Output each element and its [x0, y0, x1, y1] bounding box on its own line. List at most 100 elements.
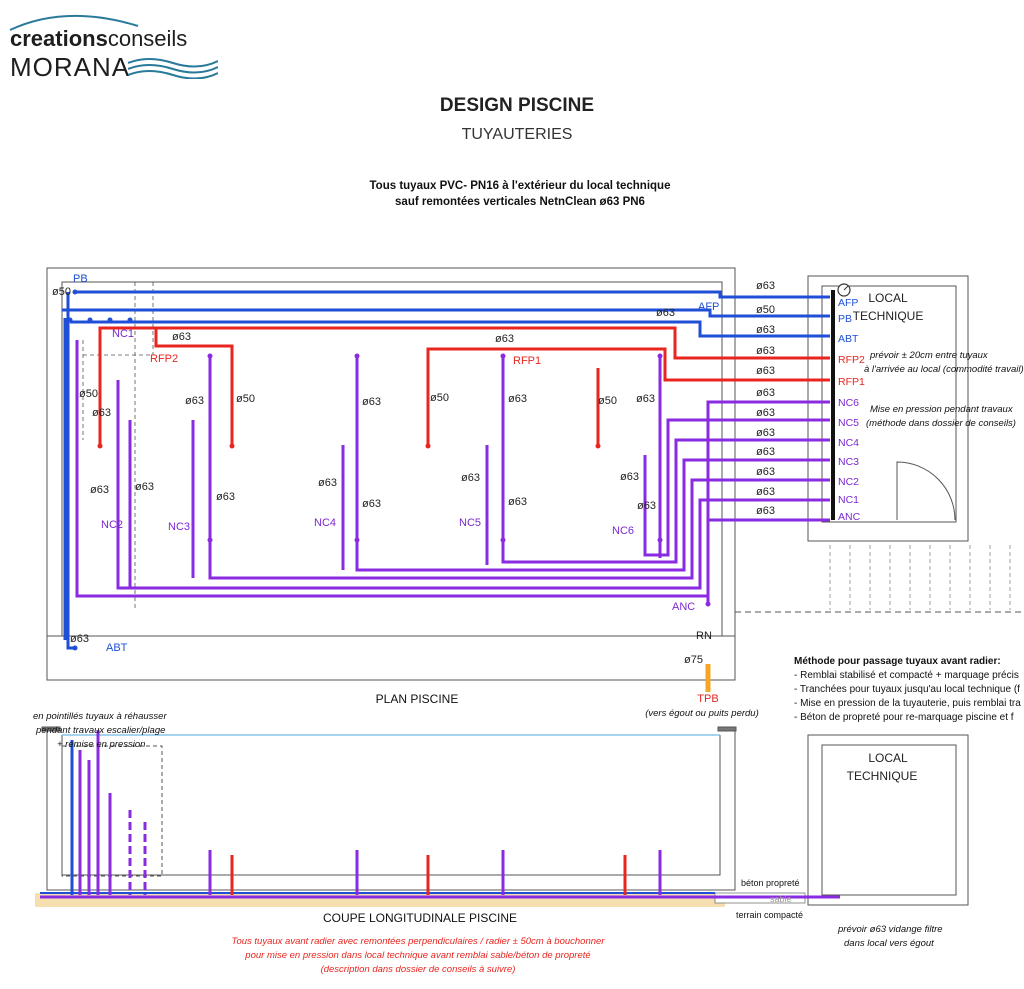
dia-17: ø63 — [620, 471, 639, 483]
dia-tpb: ø75 — [684, 654, 703, 666]
dia-10: ø63 — [362, 498, 381, 510]
svg-text:AFP: AFP — [838, 297, 858, 309]
dia-rfp1: ø63 — [495, 333, 514, 345]
svg-text:NC1: NC1 — [838, 494, 859, 506]
dia-4: ø63 — [135, 481, 154, 493]
dia-8: ø63 — [318, 477, 337, 489]
page-title: DESIGN PISCINE — [439, 95, 595, 116]
svg-text:ø63: ø63 — [756, 427, 775, 439]
label-nc5: NC5 — [459, 517, 481, 529]
label-nc4: NC4 — [314, 517, 336, 529]
local-technique-plan — [807, 275, 969, 542]
svg-text:NC4: NC4 — [838, 437, 859, 449]
sable-layer — [35, 893, 725, 907]
logo-arc-icon — [9, 15, 139, 31]
label-afp: AFP — [698, 301, 719, 313]
svg-text:NC6: NC6 — [838, 397, 859, 409]
svg-text:TECHNIQUE: TECHNIQUE — [847, 769, 918, 783]
section-pipes — [40, 730, 840, 899]
red-pipes — [98, 326, 830, 445]
svg-text:ø63: ø63 — [756, 407, 775, 419]
svg-text:+ remise en pression: + remise en pression — [57, 739, 145, 750]
svg-text:ø50: ø50 — [756, 304, 775, 316]
dia-11: ø50 — [430, 392, 449, 404]
stairs-dashed — [82, 282, 154, 610]
svg-text:ø63: ø63 — [756, 345, 775, 357]
dia-2: ø63 — [92, 407, 111, 419]
method-item: - Mise en pression de la tuyauterie, pui… — [794, 698, 1021, 709]
dia-15: ø50 — [598, 395, 617, 407]
tpb-note: (vers égout ou puits perdu) — [645, 708, 759, 719]
svg-text:TECHNIQUE: TECHNIQUE — [853, 309, 924, 323]
dia-7: ø63 — [216, 491, 235, 503]
purple-pipes — [75, 340, 830, 604]
dia-rfp2: ø63 — [172, 331, 191, 343]
method-item: - Remblai stabilisé et compacté + marqua… — [794, 670, 1019, 681]
svg-text:ø63: ø63 — [756, 387, 775, 399]
local-dashed-steps — [829, 545, 1011, 610]
svg-text:NC3: NC3 — [838, 456, 859, 468]
dia-18: ø63 — [637, 500, 656, 512]
svg-text:(description dans dossier de c: (description dans dossier de conseils à … — [321, 964, 516, 975]
svg-text:LOCAL: LOCAL — [868, 291, 908, 305]
svg-text:béton propreté: béton propreté — [741, 878, 800, 888]
svg-text:Tous tuyaux avant radier avec: Tous tuyaux avant radier avec remontées … — [232, 936, 606, 947]
label-tpb: TPB — [697, 693, 718, 705]
svg-text:dans local vers égout: dans local vers égout — [844, 938, 934, 949]
label-nc3: NC3 — [168, 521, 190, 533]
svg-text:RFP1: RFP1 — [838, 376, 865, 388]
logo-brand: creationsconseils — [10, 26, 188, 51]
svg-text:à l'arrivée au local (commodit: à l'arrivée au local (commodité travail) — [864, 364, 1024, 375]
svg-text:NC2: NC2 — [838, 476, 859, 488]
method-item: - Tranchées pour tuyaux jusqu'au local t… — [794, 684, 1020, 695]
svg-text:ø63: ø63 — [756, 505, 775, 517]
label-nc1: NC1 — [112, 328, 134, 340]
method-item: - Béton de propreté pour re-marquage pis… — [794, 712, 1014, 723]
dia-13: ø63 — [508, 393, 527, 405]
label-nc6: NC6 — [612, 525, 634, 537]
dia-pb: ø50 — [52, 286, 71, 298]
label-rfp1: RFP1 — [513, 355, 541, 367]
svg-text:NC5: NC5 — [838, 417, 859, 429]
dia-abt: ø63 — [70, 633, 89, 645]
svg-text:ø63: ø63 — [756, 446, 775, 458]
pipe-note-line2: sauf remontées verticales NetnClean ø63 … — [395, 196, 645, 208]
dia-3: ø63 — [90, 484, 109, 496]
dia-afp: ø63 — [656, 307, 675, 319]
method-title: Méthode pour passage tuyaux avant radier… — [794, 656, 1001, 667]
dia-9: ø63 — [362, 396, 381, 408]
svg-text:ø63: ø63 — [756, 280, 775, 292]
label-pb: PB — [73, 273, 88, 285]
svg-text:PB: PB — [838, 313, 852, 325]
svg-text:en pointillés tuyaux à réhauss: en pointillés tuyaux à réhausser — [33, 711, 167, 722]
svg-text:ø63: ø63 — [756, 324, 775, 336]
dia-5: ø63 — [185, 395, 204, 407]
svg-text:Mise en pression pendant trava: Mise en pression pendant travaux — [870, 404, 1014, 415]
label-anc: ANC — [672, 601, 695, 613]
svg-text:prévoir ø63 vidange filtre: prévoir ø63 vidange filtre — [837, 924, 943, 935]
dia-1: ø50 — [79, 388, 98, 400]
label-nc2: NC2 — [101, 519, 123, 531]
svg-text:pendant travaux escalier/plage: pendant travaux escalier/plage — [35, 725, 165, 736]
pipe-note-line1: Tous tuyaux PVC- PN16 à l'extérieur du l… — [369, 180, 671, 192]
plan-caption: PLAN PISCINE — [376, 692, 459, 706]
svg-text:ANC: ANC — [838, 511, 861, 523]
svg-text:RFP2: RFP2 — [838, 354, 865, 366]
label-rfp2: RFP2 — [150, 353, 178, 365]
svg-text:sable: sable — [770, 894, 792, 904]
svg-text:LOCAL: LOCAL — [868, 751, 908, 765]
page-subtitle: TUYAUTERIES — [461, 126, 573, 143]
label-abt: ABT — [106, 642, 128, 654]
label-rn: RN — [696, 630, 712, 642]
dia-14: ø63 — [508, 496, 527, 508]
svg-text:ø63: ø63 — [756, 466, 775, 478]
svg-text:ø63: ø63 — [756, 486, 775, 498]
dia-12: ø63 — [461, 472, 480, 484]
svg-text:terrain compacté: terrain compacté — [736, 910, 803, 920]
logo-wave-icon — [128, 58, 218, 79]
svg-text:pour mise en pression dans loc: pour mise en pression dans local techniq… — [244, 950, 590, 961]
section-outline — [41, 726, 969, 906]
svg-text:ø63: ø63 — [756, 365, 775, 377]
dia-6: ø50 — [236, 393, 255, 405]
